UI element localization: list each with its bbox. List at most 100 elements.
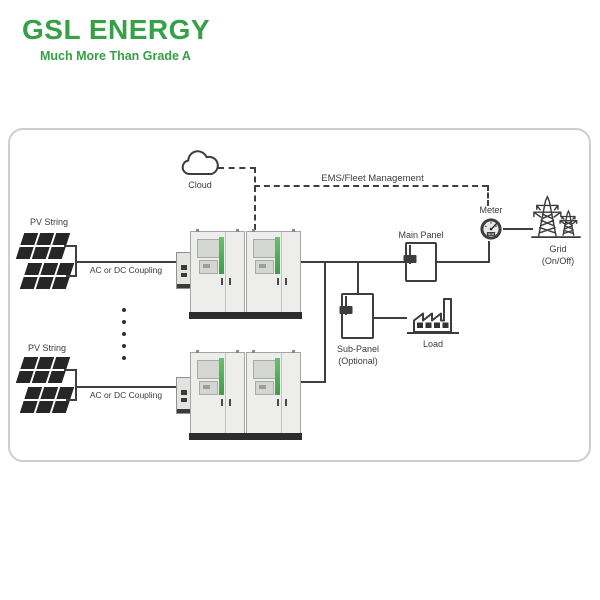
battery-cabinet-icon [189,350,246,440]
cabinet-base [245,433,302,440]
pv-bracket-line [75,369,77,401]
coupling-bottom-label: AC or DC Coupling [89,390,163,400]
solar-cell [36,233,55,245]
pv-bracket-line [64,369,76,371]
cabinet-green-stripe [275,237,280,274]
cabinet-green-stripe [219,358,224,395]
cabinet-door-divider [281,232,282,312]
bus-to-lower-cabinets-line [301,381,326,383]
bus-to-subpanel-line [357,261,359,294]
ellipsis-dot [122,308,126,312]
grid-onoff-label: (On/Off) [541,256,575,266]
solar-cell [35,277,54,289]
solar-panel-icon [15,357,71,383]
grid-label: Grid [549,244,567,254]
load-label: Load [422,339,444,349]
cabinet-base [189,433,246,440]
cabinet-control-panel [199,260,218,274]
cabinet-lift-hook [292,229,295,232]
cabinet-control-display [203,385,210,389]
inverter-port [181,265,187,270]
ems-dashed-line [254,185,488,187]
solar-cell [19,277,38,289]
cloud-label: Cloud [188,180,212,190]
coupling-top-label: AC or DC Coupling [89,265,163,275]
cabinet-screen [253,360,276,379]
sub-panel-optional-label: (Optional) [338,356,378,366]
inverter-icon [176,377,191,414]
cabinet-lift-hook [196,229,199,232]
solar-panel-icon [15,233,71,259]
coupling-line-top [75,261,177,263]
bus-to-lower-cabinets-line [324,261,326,383]
cabinet-control-panel [199,381,218,395]
panel-display [339,306,353,314]
cabinet-control-panel [255,260,274,274]
ellipsis-dot [122,332,126,336]
solar-cell [15,371,34,383]
pv-string-top-label: PV String [30,217,69,227]
cabinet-green-stripe [275,358,280,395]
cabinet-lift-hook [236,350,239,353]
panel-to-meter-line [437,261,490,263]
meter-gauge-icon [480,218,502,240]
solar-cell [31,371,50,383]
cabinet-lift-hook [236,229,239,232]
ellipsis-dot [122,344,126,348]
cabinet-door-divider [225,353,226,433]
panel-inner-frame [339,296,353,315]
inverter-port [181,398,187,402]
cabinet-door-handle [285,399,287,406]
cabinet-control-panel [255,381,274,395]
solar-cell [31,247,50,259]
cabinet-lift-hook [196,350,199,353]
solar-cell [24,387,43,399]
meter-to-grid-line [503,228,533,230]
transmission-tower-icon [531,196,581,239]
solar-cell [40,387,59,399]
cabinet-green-stripe [219,237,224,274]
cabinet-lift-hook [292,350,295,353]
sub-panel-label: Sub-Panel [336,344,380,354]
inverter-base [177,284,190,288]
cabinet-screen [197,360,220,379]
cabinet-door-handle [221,278,223,285]
electrical-panel-icon [403,242,437,282]
cabinet-door-handle [229,278,231,285]
cabinet-screen [253,239,276,258]
cloud-dashed-line [218,167,256,169]
cabinet-base [245,312,302,319]
cabinet-door-handle [277,399,279,406]
ems-to-meter-dashed-line [487,185,489,206]
panel-inner-frame [403,245,417,264]
cabinet-door-handle [285,278,287,285]
cabinet-base [189,312,246,319]
panel-display [403,255,417,263]
solar-cell [35,401,54,413]
battery-cabinet-icon [245,350,302,440]
cabinet-control-display [203,264,210,268]
inverter-base [177,409,190,413]
solar-cell [36,357,55,369]
cabinet-door-divider [281,353,282,433]
cloud-icon [181,150,219,176]
coupling-line-bottom [75,386,177,388]
battery-cabinet-icon [245,229,302,319]
cabinet-lift-hook [252,229,255,232]
cabinet-door-divider [225,232,226,312]
cabinet-door-handle [229,399,231,406]
solar-cell [20,233,39,245]
subpanel-to-load-line [374,317,407,319]
meter-label: Meter [479,205,503,215]
solar-cell [15,247,34,259]
cabinet-control-display [259,385,266,389]
logo-tagline: Much More Than Grade A [40,49,191,63]
solar-cell [24,263,43,275]
pv-bracket-line [66,399,76,401]
cabinet-screen [197,239,220,258]
cabinet-lift-hook [252,350,255,353]
gsl-energy-logo: GSL ENERGY [22,14,211,45]
main-panel-label: Main Panel [398,230,444,240]
ellipsis-dot [122,320,126,324]
